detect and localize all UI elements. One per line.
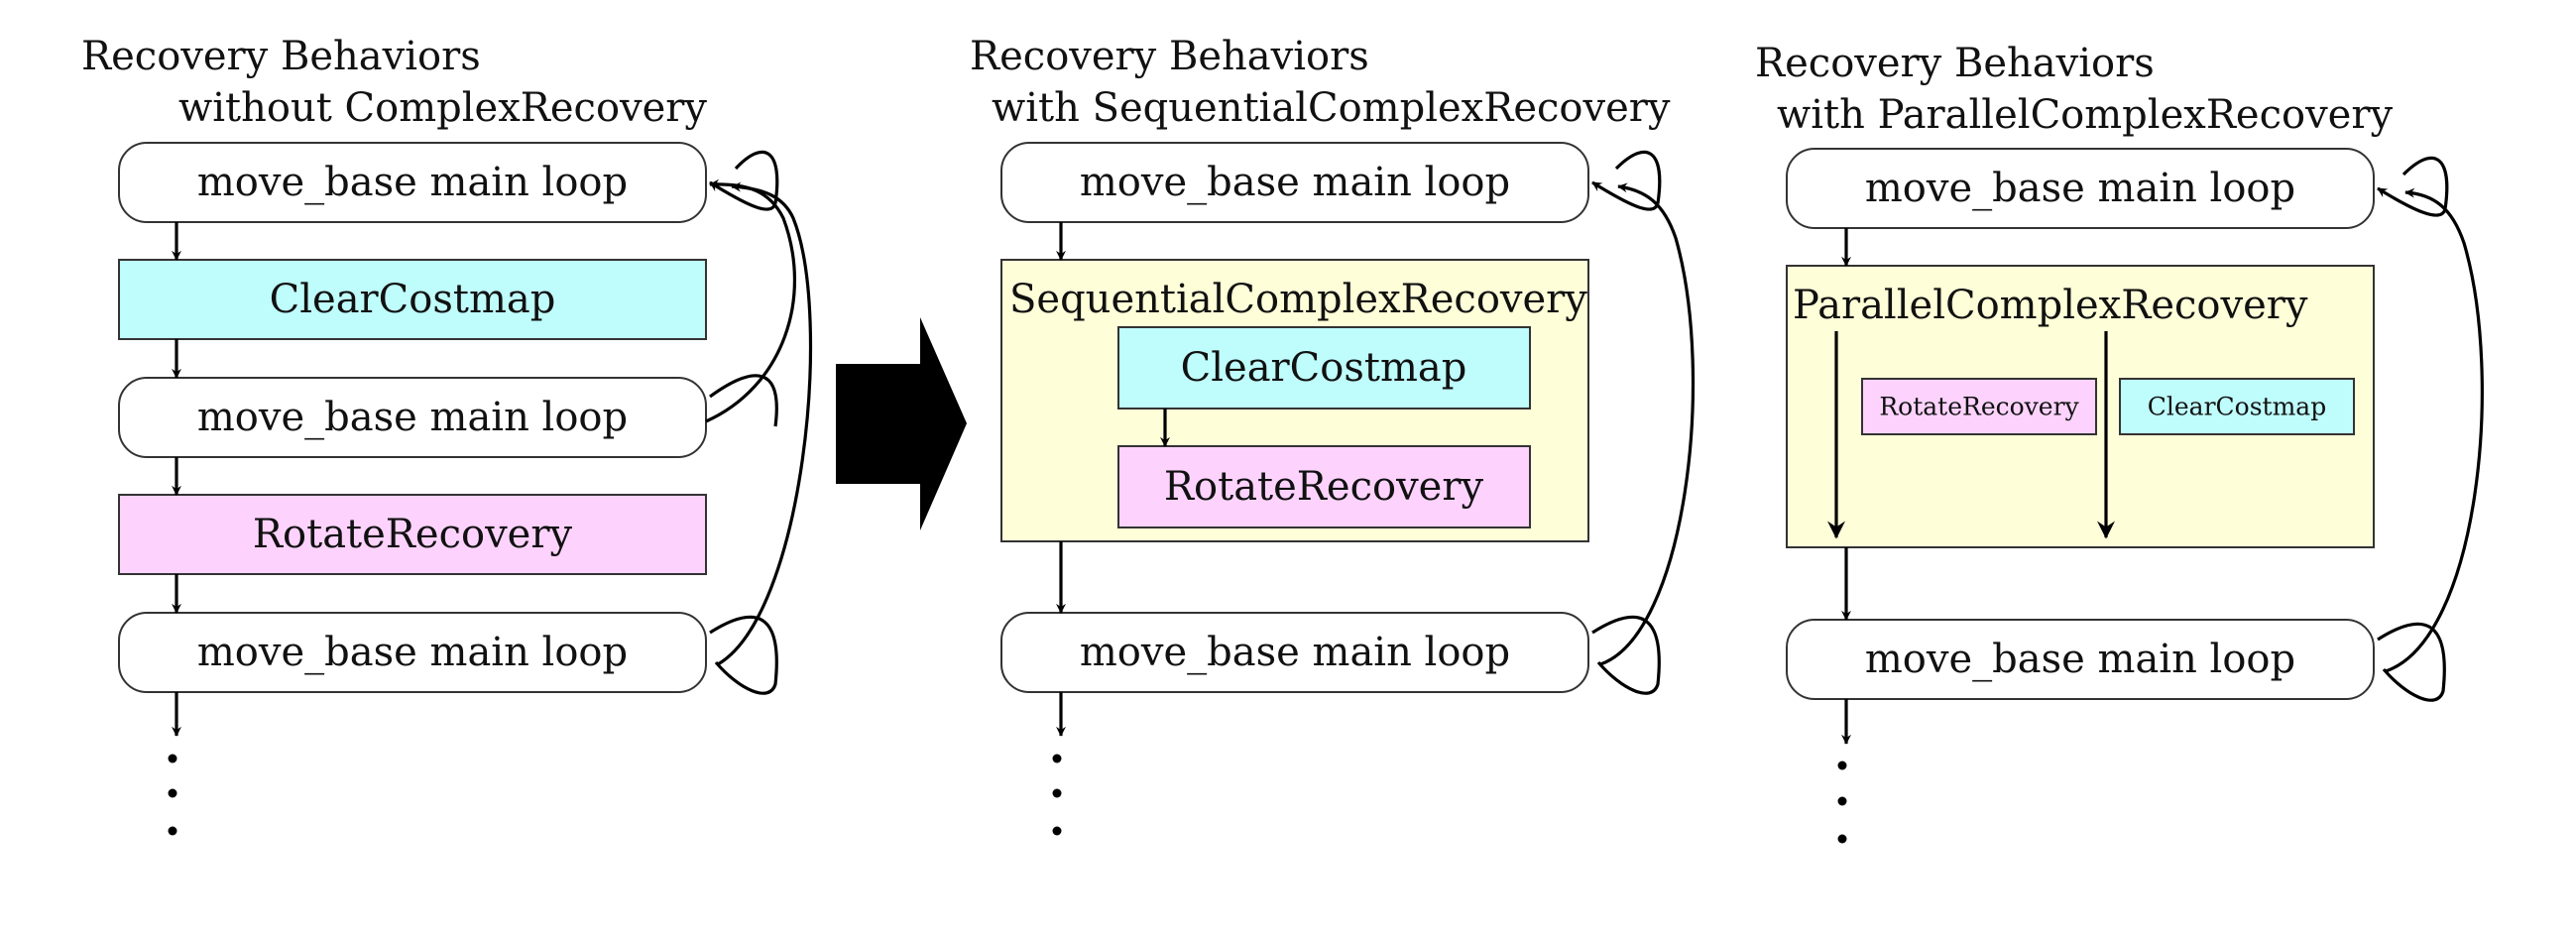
left-continuation-dot-2 — [168, 788, 177, 798]
right-continuation-dot-3 — [1837, 834, 1847, 844]
middle-main-loop-2 — [1000, 612, 1589, 693]
right-return-arrow-loop2 — [2385, 187, 2484, 673]
middle-clear-costmap-label: ClearCostmap — [1181, 345, 1467, 391]
left-self-loop-3 — [709, 615, 778, 695]
middle-continuation-dot-2 — [1052, 788, 1062, 798]
left-self-loop-1 — [734, 150, 779, 204]
right-self-loop-1 — [2401, 156, 2449, 210]
left-continuation-dot-1 — [168, 754, 177, 763]
left-title-line2: without ComplexRecovery — [178, 85, 707, 131]
panel-sequential-complex-recovery: Recovery Behaviors with SequentialComple… — [970, 34, 1696, 836]
right-main-loop-1-label: move_base main loop — [1865, 166, 2295, 211]
right-main-loop-1 — [1786, 148, 2375, 229]
left-self-loop-1-return — [709, 180, 777, 211]
middle-title-line2: with SequentialComplexRecovery — [992, 85, 1671, 131]
sequential-complex-recovery-label: SequentialComplexRecovery — [1009, 277, 1587, 322]
left-return-arrow-loop2 — [705, 178, 796, 423]
right-rotate-recovery-label: RotateRecovery — [1879, 393, 2079, 421]
left-title-line1: Recovery Behaviors — [81, 34, 481, 79]
middle-self-loop-1-return — [1591, 180, 1660, 211]
right-clear-costmap-label: ClearCostmap — [2148, 393, 2326, 421]
left-rotate-recovery-box — [118, 494, 707, 575]
middle-title-line1: Recovery Behaviors — [970, 34, 1369, 79]
middle-rotate-recovery-label: RotateRecovery — [1164, 464, 1484, 510]
left-continuation-dot-3 — [168, 826, 177, 836]
middle-return-arrow-loop2 — [1599, 182, 1696, 666]
left-clear-costmap-label: ClearCostmap — [270, 277, 556, 322]
right-self-loop-1-return — [2377, 186, 2447, 217]
left-main-loop-3-label: move_base main loop — [197, 630, 628, 675]
middle-self-loop-1 — [1614, 150, 1662, 204]
middle-self-loop-2 — [1591, 615, 1661, 695]
right-self-loop-2 — [2377, 622, 2446, 702]
transition-arrow-icon — [836, 317, 967, 530]
middle-clear-costmap-box — [1117, 326, 1531, 410]
left-main-loop-2 — [118, 377, 707, 458]
right-main-loop-2 — [1786, 619, 2375, 700]
middle-rotate-recovery-box — [1117, 445, 1531, 528]
right-continuation-dot-2 — [1837, 796, 1847, 806]
panel-parallel-complex-recovery: Recovery Behaviors with ParallelComplexR… — [1755, 41, 2484, 844]
middle-main-loop-2-label: move_base main loop — [1080, 630, 1510, 675]
right-title-line1: Recovery Behaviors — [1755, 41, 2155, 86]
right-continuation-dot-1 — [1837, 761, 1847, 770]
middle-main-loop-1 — [1000, 142, 1589, 223]
left-self-loop-2 — [709, 374, 778, 427]
left-main-loop-1-label: move_base main loop — [197, 160, 628, 205]
left-main-loop-2-label: move_base main loop — [197, 395, 628, 440]
right-title-line2: with ParallelComplexRecovery — [1777, 92, 2393, 138]
right-main-loop-2-label: move_base main loop — [1865, 637, 2295, 682]
left-clear-costmap-box — [118, 259, 707, 340]
left-main-loop-1 — [118, 142, 707, 223]
middle-continuation-dot-3 — [1052, 826, 1062, 836]
left-return-arrow-loop3 — [717, 181, 813, 666]
panel-without-complex-recovery: Recovery Behaviors without ComplexRecove… — [81, 34, 813, 836]
parallel-complex-recovery-label: ParallelComplexRecovery — [1793, 283, 2308, 328]
left-main-loop-3 — [118, 612, 707, 693]
middle-main-loop-1-label: move_base main loop — [1080, 160, 1510, 205]
right-clear-costmap-box — [2119, 378, 2355, 435]
right-rotate-recovery-box — [1861, 378, 2097, 435]
left-rotate-recovery-label: RotateRecovery — [253, 512, 573, 557]
middle-continuation-dot-1 — [1052, 754, 1062, 763]
